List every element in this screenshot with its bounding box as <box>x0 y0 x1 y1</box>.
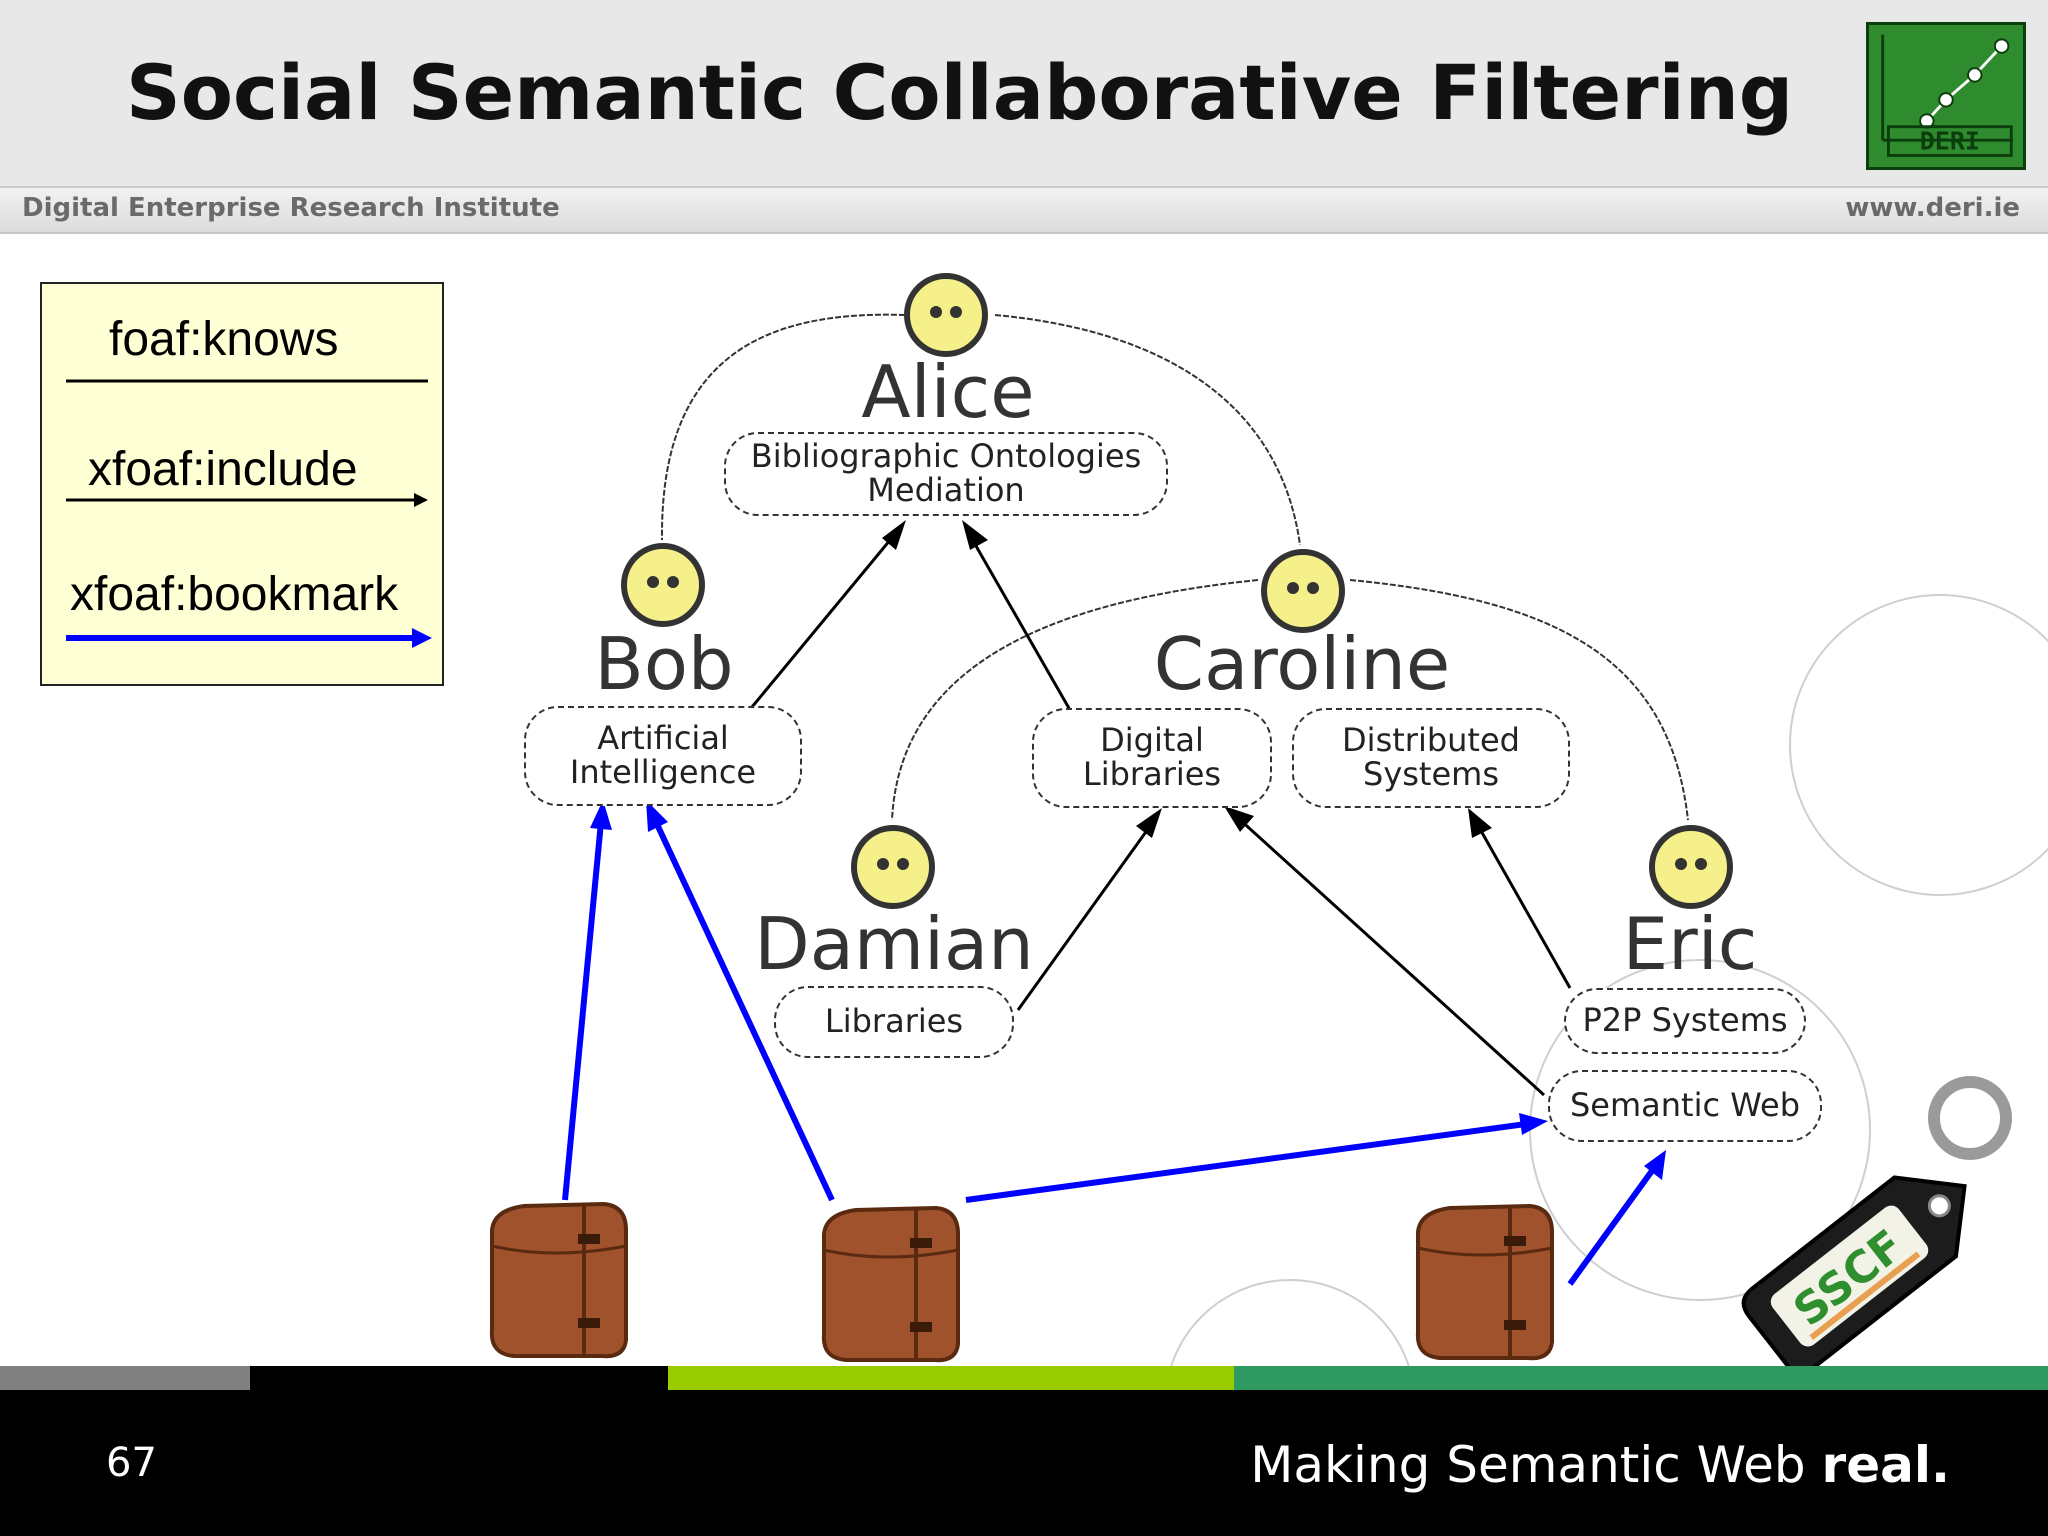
bookmark-bag-icon <box>821 1205 960 1363</box>
footer-tagline: Making Semantic Web real. <box>1250 1436 1950 1494</box>
bookmark-arrowhead <box>1519 1113 1548 1135</box>
legend-lines <box>66 379 432 648</box>
social-network-diagram: Alice Bob Caroline Damian Eric Bibliogra… <box>0 240 2048 1370</box>
interest-label: Distributed Systems <box>1342 721 1520 793</box>
stripe-green <box>1234 1366 2048 1390</box>
subheader-band <box>0 186 2048 234</box>
interest-label: P2P Systems <box>1582 1001 1788 1040</box>
bookmark-bag-icon <box>489 1201 628 1359</box>
interest-node-eric-p2p[interactable]: P2P Systems <box>1564 988 1806 1054</box>
website-url[interactable]: www.deri.ie <box>1845 193 2020 223</box>
stripe-lime <box>668 1366 1234 1390</box>
legend-box: foaf:knows xfoaf:include xfoaf:bookmark <box>40 282 444 686</box>
tagline-regular: Making Semantic Web <box>1250 1436 1822 1494</box>
slide-footer <box>0 1390 2048 1536</box>
legend-include-label: xfoaf:include <box>88 443 358 496</box>
alice-face-icon <box>904 273 988 357</box>
bookmark-arrowhead <box>590 800 612 830</box>
include-arrowhead <box>1136 808 1162 838</box>
eric-face-icon <box>1649 825 1733 909</box>
interest-label: Digital Libraries <box>1082 721 1222 793</box>
knows-caroline-damian <box>891 579 1259 821</box>
person-name-damian: Damian <box>754 902 1034 986</box>
decor-circle <box>1789 594 2048 896</box>
bookmark-arrowhead <box>646 800 668 832</box>
person-name-eric: Eric <box>1622 902 1758 986</box>
logo-text: DERI <box>1920 127 1980 156</box>
interest-label: Semantic Web <box>1569 1086 1801 1125</box>
bookmark-bag3-semweb <box>1567 1166 1657 1286</box>
damian-face-icon <box>851 825 935 909</box>
interest-label: Bibliographic Ontologies Mediation <box>750 437 1142 509</box>
include-eric-digital <box>1236 816 1546 1097</box>
include-arrowhead <box>1468 808 1492 838</box>
tagline-bold: real. <box>1821 1436 1950 1494</box>
include-arrowhead <box>962 520 988 550</box>
person-name-bob: Bob <box>594 622 734 706</box>
person-name-caroline: Caroline <box>1153 622 1451 706</box>
knows-alice-bob <box>660 313 906 541</box>
interest-label: Libraries <box>824 1002 964 1041</box>
interest-node-caroline-distributed[interactable]: Distributed Systems <box>1292 708 1570 808</box>
bookmark-bag1-bob <box>562 821 604 1201</box>
bookmark-bag2-bob <box>653 820 835 1202</box>
legend-bookmark-label: xfoaf:bookmark <box>70 568 399 621</box>
interest-node-bob[interactable]: Artificial Intelligence <box>524 706 802 806</box>
include-arrowhead <box>414 493 428 507</box>
interest-node-caroline-digital[interactable]: Digital Libraries <box>1032 708 1272 808</box>
bookmark-arrowhead <box>1644 1150 1666 1180</box>
interest-label: Artificial Intelligence <box>569 719 757 791</box>
include-damian-caroline <box>1016 821 1155 1011</box>
include-bob-alice <box>750 527 902 708</box>
include-eric-distributed <box>1474 821 1572 989</box>
decor-circle <box>1168 1279 1412 1370</box>
bookmark-bag2-semweb <box>965 1121 1527 1203</box>
knows-alice-caroline <box>994 314 1301 546</box>
interest-node-damian[interactable]: Libraries <box>774 986 1014 1058</box>
footer-color-stripe <box>0 1366 2048 1390</box>
bookmark-arrowhead <box>412 628 432 648</box>
interest-node-alice[interactable]: Bibliographic Ontologies Mediation <box>724 432 1168 516</box>
slide-header <box>0 0 2048 186</box>
bookmark-bag-icon <box>1415 1203 1554 1361</box>
include-arrowhead <box>882 520 906 550</box>
diagram-edges <box>562 313 2048 1370</box>
legend-knows-label: foaf:knows <box>109 313 339 366</box>
stripe-black <box>250 1366 668 1390</box>
bob-face-icon <box>621 543 705 627</box>
include-arrowhead <box>1224 806 1254 832</box>
institute-name: Digital Enterprise Research Institute <box>22 193 560 223</box>
stripe-gray <box>0 1366 250 1390</box>
interest-node-eric-semweb[interactable]: Semantic Web <box>1548 1070 1822 1142</box>
slide-number: 67 <box>106 1440 157 1486</box>
slide-title: Social Semantic Collaborative Filtering <box>126 48 1794 137</box>
knows-caroline-eric <box>1349 579 1689 821</box>
caroline-face-icon <box>1261 549 1345 633</box>
include-caroline-alice <box>966 531 1072 711</box>
person-name-alice: Alice <box>861 350 1035 434</box>
sscf-tag-icon: SSCF <box>1741 1076 2012 1375</box>
deri-logo: DERI <box>1866 22 2026 170</box>
